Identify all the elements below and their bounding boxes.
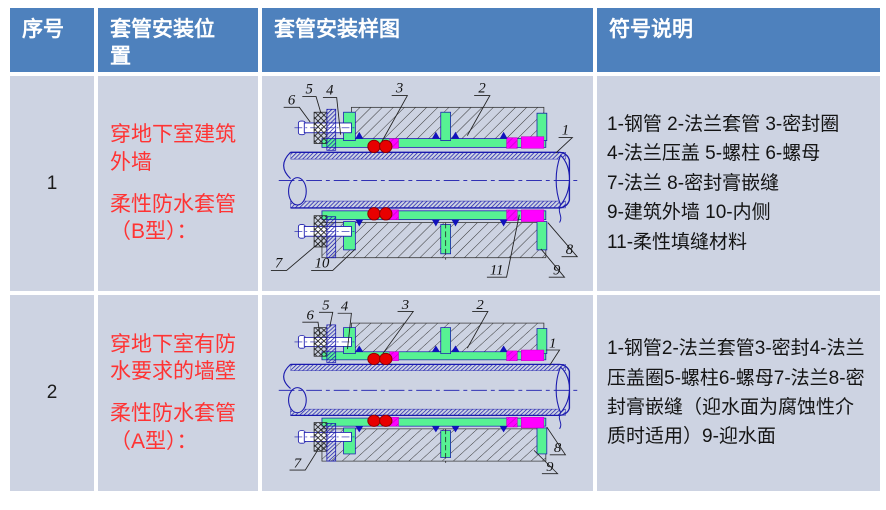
flexible-sleeve-b-type-diagram: 6 5 4 3 2 1 7 10 11 9 8 <box>270 81 591 279</box>
part-label-inner-side: 10 <box>314 256 329 272</box>
part-label-exterior-wall: 9 <box>552 262 560 278</box>
sleeve-installation-table: 序号 套管安装位置 套管安装样图 符号说明 1 穿地下室建筑外墙 柔性防水套管（… <box>10 8 880 491</box>
part-label-flange-sleeve: 2 <box>478 81 486 97</box>
diagram-part-labels: 6 5 4 3 2 1 7 10 11 9 8 <box>275 81 574 279</box>
row1-legend-line3: 7-法兰 8-密封膏嵌缝 <box>607 172 780 194</box>
header-installation-diagram: 套管安装样图 <box>262 8 593 72</box>
row2-legend-text: 1-钢管2-法兰套管3-密封4-法兰压盖圈5-螺柱6-螺母7-法兰8-密封膏嵌缝… <box>607 338 865 448</box>
part-label-sealant-caulking: 8 <box>553 441 560 456</box>
row1-legend-line4: 9-建筑外墙 10-内侧 <box>607 202 771 224</box>
diagram-part-labels: 6 5 4 3 2 1 7 8 9 <box>293 298 561 475</box>
part-label-seal: 3 <box>400 298 408 313</box>
row1-serial-number: 1 <box>10 76 94 291</box>
row1-installation-position: 穿地下室建筑外墙 柔性防水套管（B型）： <box>98 76 258 291</box>
part-label-gland: 4 <box>326 83 333 99</box>
part-label-seal-ring: 3 <box>394 81 402 97</box>
part-label-stud: 5 <box>305 82 312 98</box>
header-serial-number: 序号 <box>10 8 94 72</box>
row1-position-line1: 穿地下室建筑外墙 <box>110 123 236 174</box>
part-label-water-facing-side: 9 <box>546 460 553 475</box>
part-label-flange: 7 <box>293 456 301 471</box>
row2-installation-position: 穿地下室有防水要求的墙壁 柔性防水套管（A型）： <box>98 295 258 491</box>
part-label-gland: 4 <box>340 299 347 314</box>
row1-legend-line2: 4-法兰压盖 5-螺柱 6-螺母 <box>607 143 821 165</box>
header-installation-position: 套管安装位置 <box>98 8 258 72</box>
part-label-flexible-filler: 11 <box>489 262 503 278</box>
part-label-nut: 6 <box>287 92 295 108</box>
row2-position-line2: 柔性防水套管（A型）： <box>110 402 236 453</box>
part-label-stud: 5 <box>322 298 329 313</box>
row1-symbol-description: 1-钢管 2-法兰套管 3-密封圈 4-法兰压盖 5-螺柱 6-螺母 7-法兰 … <box>597 76 880 291</box>
part-label-flange-sleeve: 2 <box>476 298 483 313</box>
row2-diagram-cell: 6 5 4 3 2 1 7 8 9 <box>262 295 593 491</box>
row1-legend-line5: 11-柔性填缝材料 <box>607 231 748 253</box>
row1-position-line2: 柔性防水套管（B型）： <box>110 192 236 244</box>
row1-legend-line1: 1-钢管 2-法兰套管 3-密封圈 <box>607 113 840 135</box>
row2-serial-number: 2 <box>10 295 94 491</box>
diagram-leader-lines <box>289 311 566 475</box>
diagram-leader-lines <box>270 95 578 278</box>
part-label-steel-pipe: 1 <box>561 123 568 139</box>
row2-position-line1: 穿地下室有防水要求的墙壁 <box>110 332 236 384</box>
flexible-sleeve-a-type-diagram: 6 5 4 3 2 1 7 8 9 <box>265 298 591 475</box>
row2-symbol-description: 1-钢管2-法兰套管3-密封4-法兰压盖圈5-螺柱6-螺母7-法兰8-密封膏嵌缝… <box>597 295 880 491</box>
header-symbol-description: 符号说明 <box>597 8 880 72</box>
row1-diagram-cell: 6 5 4 3 2 1 7 10 11 9 8 <box>262 76 593 291</box>
part-label-sealant-caulking: 8 <box>565 242 573 258</box>
part-label-nut: 6 <box>306 308 313 323</box>
part-label-steel-pipe: 1 <box>549 336 556 351</box>
part-label-flange: 7 <box>275 256 283 272</box>
